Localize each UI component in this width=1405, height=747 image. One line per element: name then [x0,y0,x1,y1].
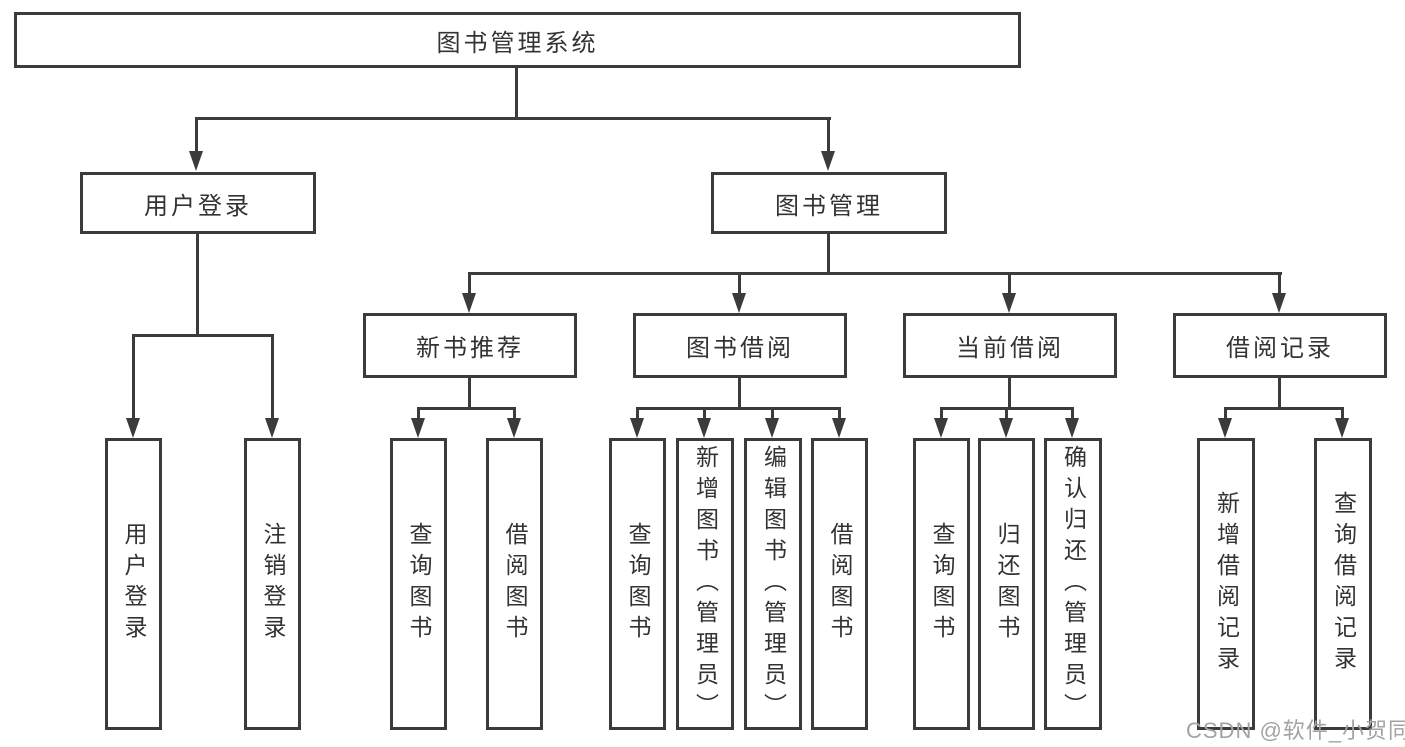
connector-vline [132,334,135,420]
arrow-down-icon [411,418,425,438]
arrow-down-icon [630,418,644,438]
connector-vline [1224,407,1227,420]
leaf-label: 借阅图书 [502,522,528,646]
leaf-label: 借阅图书 [827,522,853,646]
connector-vline [515,66,518,120]
arrow-down-icon [189,151,203,171]
leaf-label: 归还图书 [994,522,1020,646]
connector-vline [827,117,830,153]
node-label: 用户登录 [144,192,252,220]
connector-vline [195,117,198,153]
arrow-down-icon [732,293,746,313]
connector-vline [1071,407,1074,420]
connector-vline [196,234,199,336]
leaf-label: 查询图书 [625,522,651,646]
arrow-down-icon [999,418,1013,438]
leaf-edit-book-admin: 编辑图书（管理员） [744,438,802,730]
leaf-add-book-admin: 新增图书（管理员） [676,438,734,730]
arrow-down-icon [821,151,835,171]
connector-vline [1005,407,1008,420]
node-label: 图书借阅 [686,335,794,362]
arrow-down-icon [1065,418,1079,438]
connector-vline [827,234,830,275]
connector-vline [1278,378,1281,410]
connector-vline [1278,272,1281,296]
arrow-down-icon [1272,293,1286,313]
leaf-label: 查询图书 [929,522,955,646]
connector-hline [1224,407,1344,410]
leaf-label: 确认归还（管理员） [1060,444,1087,724]
leaf-add-borrow-record: 新增借阅记录 [1197,438,1255,730]
connector-vline [468,272,471,296]
node-book-borrow: 图书借阅 [633,313,847,378]
leaf-label: 用户登录 [121,522,147,646]
leaf-return-book: 归还图书 [978,438,1035,730]
connector-vline [468,378,471,410]
connector-hline [417,407,516,410]
node-label: 新书推荐 [416,335,524,362]
connector-vline [703,407,706,420]
connector-vline [1341,407,1344,420]
arrow-down-icon [765,418,779,438]
node-borrow-record: 借阅记录 [1173,313,1387,378]
node-label: 当前借阅 [956,335,1064,362]
leaf-confirm-return-admin: 确认归还（管理员） [1044,438,1102,730]
node-new-book-recommend: 新书推荐 [363,313,577,378]
connector-vline [417,407,420,420]
connector-vline [636,407,639,420]
connector-vline [738,272,741,296]
leaf-label: 查询借阅记录 [1330,491,1357,677]
watermark: CSDN @软件_小贺同学 [1186,718,1405,743]
arrow-down-icon [265,418,279,438]
leaf-label: 新增图书（管理员） [692,444,719,724]
connector-vline [271,334,274,420]
connector-vline [838,407,841,420]
connector-vline [738,378,741,410]
node-book-management: 图书管理 [711,172,947,234]
arrow-down-icon [462,293,476,313]
connector-hline [636,407,841,410]
leaf-query-books: 查询图书 [913,438,970,730]
leaf-label: 编辑图书（管理员） [760,444,787,724]
leaf-label: 注销登录 [260,522,286,646]
connector-hline [468,272,1282,275]
leaf-label: 查询图书 [406,522,432,646]
arrow-down-icon [697,418,711,438]
leaf-label: 新增借阅记录 [1213,491,1240,677]
leaf-query-books: 查询图书 [609,438,666,730]
node-current-borrow: 当前借阅 [903,313,1117,378]
leaf-user-login: 用户登录 [105,438,162,730]
arrow-down-icon [1218,418,1232,438]
connector-vline [1008,378,1011,410]
connector-vline [940,407,943,420]
connector-vline [1008,272,1011,296]
node-label: 图书管理 [775,192,883,220]
arrow-down-icon [934,418,948,438]
leaf-query-borrow-record: 查询借阅记录 [1314,438,1372,730]
leaf-borrow-books: 借阅图书 [811,438,868,730]
leaf-borrow-books: 借阅图书 [486,438,543,730]
node-user-login: 用户登录 [80,172,316,234]
arrow-down-icon [126,418,140,438]
node-label: 借阅记录 [1226,335,1334,362]
leaf-logout: 注销登录 [244,438,301,730]
root-node: 图书管理系统 [14,12,1021,68]
arrow-down-icon [1002,293,1016,313]
arrow-down-icon [1335,418,1349,438]
root-node-label: 图书管理系统 [436,29,599,57]
connector-vline [513,407,516,420]
connector-hline [132,334,274,337]
arrow-down-icon [832,418,846,438]
leaf-query-books: 查询图书 [390,438,447,730]
connector-vline [771,407,774,420]
connector-hline [195,117,831,120]
arrow-down-icon [507,418,521,438]
